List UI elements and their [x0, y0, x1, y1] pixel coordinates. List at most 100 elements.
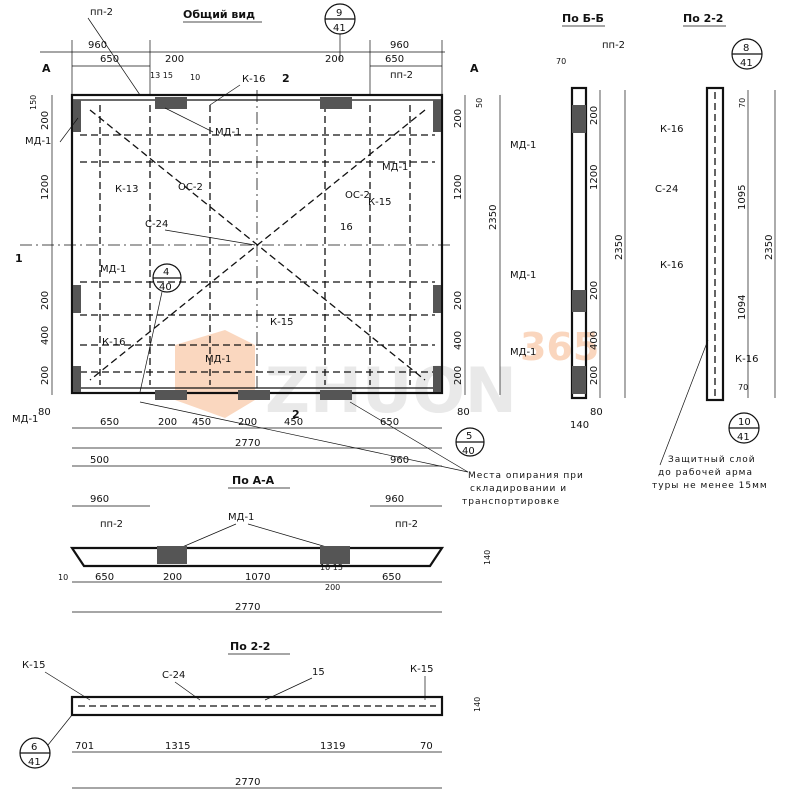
- svg-text:960: 960: [390, 40, 409, 51]
- svg-text:2770: 2770: [235, 777, 260, 788]
- svg-text:960: 960: [390, 455, 409, 466]
- section-bb: По Б-Б пп-2 70 МД-1 МД-1 МД-1 2350 1200 …: [510, 12, 626, 431]
- svg-text:2350: 2350: [614, 235, 625, 260]
- callout-5-40: 5 40: [455, 427, 485, 457]
- svg-text:650: 650: [382, 572, 401, 583]
- svg-text:2770: 2770: [235, 438, 260, 449]
- svg-text:400: 400: [453, 331, 464, 350]
- svg-text:450: 450: [192, 417, 211, 428]
- svg-text:140: 140: [473, 697, 482, 712]
- svg-text:650: 650: [385, 54, 404, 65]
- svg-text:туры не менее 15мм: туры не менее 15мм: [652, 481, 768, 491]
- svg-text:960: 960: [88, 40, 107, 51]
- watermark-brand: ZHUON: [265, 354, 517, 427]
- svg-text:41: 41: [737, 432, 750, 443]
- callout-9-41: 9 41: [324, 3, 356, 60]
- svg-text:200: 200: [453, 109, 464, 128]
- svg-text:1095: 1095: [737, 185, 748, 210]
- svg-text:200: 200: [165, 54, 184, 65]
- label-k13: К-13: [115, 184, 138, 195]
- svg-text:200: 200: [40, 111, 51, 130]
- callout-6-41: 6 41: [19, 714, 73, 769]
- svg-text:до рабочей арма: до рабочей арма: [658, 468, 753, 478]
- svg-text:1319: 1319: [320, 741, 345, 752]
- svg-text:С-24: С-24: [655, 184, 678, 195]
- callout-8-41: 8 41: [731, 38, 763, 70]
- svg-text:80: 80: [38, 407, 51, 418]
- title-section-22-bottom: По 2-2: [230, 640, 270, 653]
- label-16: 16: [340, 222, 353, 233]
- svg-text:500: 500: [90, 455, 109, 466]
- svg-text:6: 6: [31, 742, 37, 753]
- svg-text:К-16: К-16: [735, 354, 758, 365]
- svg-text:10 15: 10 15: [320, 563, 343, 572]
- svg-text:13 15: 13 15: [150, 71, 173, 80]
- svg-text:70: 70: [738, 98, 747, 108]
- svg-text:200: 200: [325, 583, 340, 592]
- svg-text:1200: 1200: [589, 165, 600, 190]
- label-md1-bb-mid: МД-1: [510, 270, 536, 281]
- svg-text:70: 70: [738, 383, 748, 392]
- svg-text:41: 41: [333, 23, 346, 34]
- svg-text:70: 70: [420, 741, 433, 752]
- svg-text:К-16: К-16: [660, 260, 683, 271]
- svg-text:10: 10: [58, 573, 68, 582]
- svg-text:140: 140: [570, 420, 589, 431]
- section-22-bottom: По 2-2 К-15 С-24 15 К-15 140 6 41 701 13…: [19, 640, 482, 789]
- section-mark-2-bottom: 2: [292, 408, 300, 421]
- svg-text:1315: 1315: [165, 741, 190, 752]
- svg-text:650: 650: [100, 417, 119, 428]
- svg-text:140: 140: [483, 550, 492, 565]
- label-pp2-top: пп-2: [90, 7, 113, 18]
- svg-text:1200: 1200: [40, 175, 51, 200]
- embedded-parts-plan: [73, 97, 441, 400]
- svg-text:складировании и: складировании и: [470, 484, 567, 494]
- svg-text:960: 960: [90, 494, 109, 505]
- label-oc2: ОС-2: [178, 182, 203, 193]
- svg-text:5: 5: [466, 431, 472, 442]
- svg-text:1200: 1200: [453, 175, 464, 200]
- watermark: ZHUON 365: [175, 325, 599, 427]
- dims-top-plan: 960 960 650 650 200 200 13 15 10: [40, 40, 445, 95]
- svg-text:701: 701: [75, 741, 94, 752]
- svg-text:200: 200: [40, 291, 51, 310]
- svg-text:70: 70: [556, 57, 566, 66]
- svg-text:пп-2: пп-2: [602, 40, 625, 51]
- support-note: Места опирания при складировании и транс…: [139, 401, 584, 507]
- label-md1-left2: МД-1: [100, 264, 126, 275]
- title-section-22-right: По 2-2: [683, 12, 723, 25]
- svg-text:200: 200: [453, 366, 464, 385]
- general-view: Общий вид 9 41: [12, 3, 584, 507]
- label-md1-bb-top: МД-1: [510, 140, 536, 151]
- svg-text:200: 200: [589, 281, 600, 300]
- svg-text:МД-1: МД-1: [228, 512, 254, 523]
- label-c24: С-24: [145, 219, 168, 230]
- title-section-aa: По А-А: [232, 474, 275, 487]
- svg-text:пп-2: пп-2: [395, 519, 418, 530]
- label-k15-right: К-15: [368, 197, 391, 208]
- svg-text:450: 450: [284, 417, 303, 428]
- svg-text:2350: 2350: [764, 235, 775, 260]
- svg-text:1094: 1094: [737, 295, 748, 320]
- section-aa: По А-А 960 960 пп-2 МД-1 пп-2 650 200 10…: [58, 474, 492, 613]
- svg-text:200: 200: [158, 417, 177, 428]
- label-pp2-right: пп-2: [390, 70, 413, 81]
- callout-10-41: 10 41: [728, 412, 760, 444]
- label-md1-left: МД-1: [25, 136, 51, 147]
- svg-text:2350: 2350: [488, 205, 499, 230]
- svg-text:К-15: К-15: [22, 660, 45, 671]
- label-md1-corner: МД-1: [12, 414, 38, 425]
- svg-text:50: 50: [475, 98, 484, 108]
- section-22-right: По 2-2 8 41 К-16 С-24 К-16 К-16 2350 109…: [652, 12, 776, 491]
- dims-bottom-plan: 650 200 450 200 450 650 2770 500 960: [72, 417, 442, 467]
- svg-text:Места опирания при: Места опирания при: [468, 471, 584, 481]
- svg-text:650: 650: [100, 54, 119, 65]
- svg-text:К-16: К-16: [660, 124, 683, 135]
- svg-text:8: 8: [743, 43, 749, 54]
- svg-text:200: 200: [453, 291, 464, 310]
- svg-text:Защитный слой: Защитный слой: [668, 455, 756, 465]
- label-md1-bottom: МД-1: [205, 354, 231, 365]
- svg-text:9: 9: [336, 8, 342, 19]
- svg-text:200: 200: [325, 54, 344, 65]
